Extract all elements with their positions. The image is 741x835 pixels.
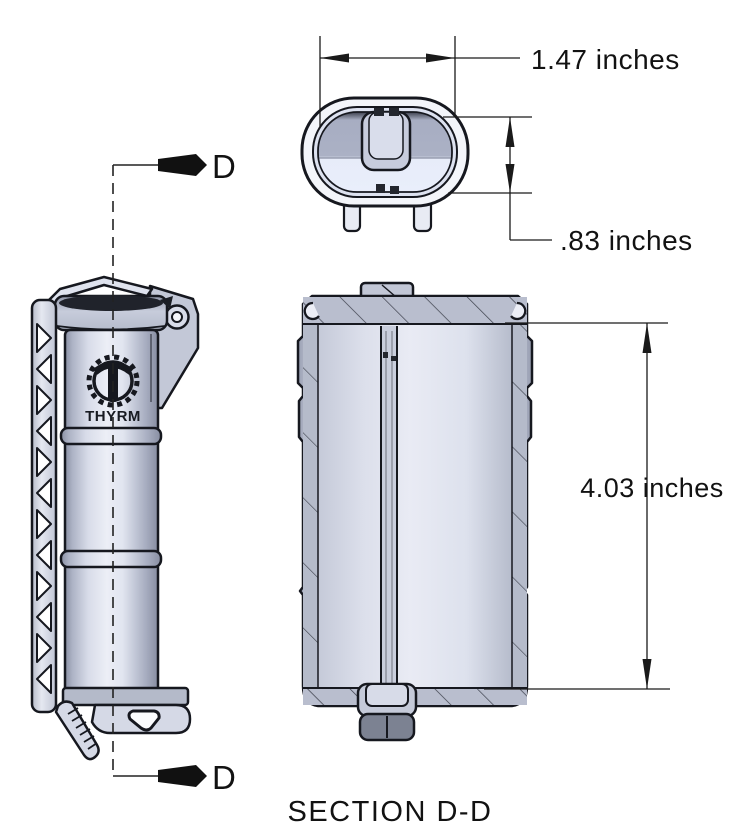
dimension-depth: .83 inches bbox=[443, 116, 693, 256]
top-view-clip-detail bbox=[390, 186, 399, 194]
section-center-channel bbox=[381, 326, 397, 688]
dimension-width-label: 1.47 inches bbox=[531, 44, 680, 75]
channel-clip-mark bbox=[391, 356, 396, 361]
section-cap-ear-right bbox=[510, 301, 527, 321]
lanyard-hole bbox=[127, 709, 161, 732]
section-view bbox=[296, 281, 534, 742]
top-view-clip-detail bbox=[389, 108, 399, 116]
arrowhead-right bbox=[426, 53, 455, 63]
body-band-upper bbox=[59, 426, 163, 446]
section-title: SECTION D-D bbox=[288, 796, 493, 828]
cut-arrow-top bbox=[158, 154, 207, 176]
logo-gear-teeth bbox=[86, 354, 140, 408]
cap-top-face bbox=[59, 295, 163, 311]
channel-clip-mark bbox=[383, 352, 388, 358]
top-view-clip-detail bbox=[376, 184, 385, 193]
clip-tail-serrations bbox=[67, 707, 98, 750]
section-outline bbox=[296, 294, 534, 708]
arrowhead-down bbox=[505, 164, 515, 193]
section-marker-bottom: D bbox=[212, 759, 236, 796]
clip-tail bbox=[54, 700, 100, 761]
section-cap-ear-left bbox=[303, 301, 320, 321]
dimension-height: 4.03 inches bbox=[484, 322, 724, 690]
dimension-height-label: 4.03 inches bbox=[580, 473, 724, 503]
section-cut-wall-right-hatch bbox=[512, 324, 527, 688]
cut-arrow-bottom bbox=[158, 765, 207, 787]
arrowhead-up bbox=[642, 323, 652, 353]
section-marker-top: D bbox=[212, 148, 236, 185]
top-view bbox=[300, 96, 470, 233]
section-cap-band-hatch bbox=[303, 297, 527, 324]
top-view-latch-tab-inner bbox=[368, 111, 404, 160]
section-bottom-cup-inner bbox=[365, 683, 409, 707]
arrowhead-up bbox=[505, 117, 515, 147]
screw-head-center bbox=[171, 311, 183, 323]
clip-zigzag-cutouts bbox=[36, 323, 52, 694]
brand-text: THYRM bbox=[85, 408, 141, 425]
side-view: THYRM bbox=[30, 275, 200, 761]
dimension-width: 1.47 inches bbox=[319, 36, 680, 128]
cap-detail-wedge bbox=[160, 296, 173, 309]
bottom-collar bbox=[61, 686, 190, 707]
section-cut-line: D D bbox=[112, 148, 236, 796]
top-view-clip-detail bbox=[374, 108, 384, 116]
dimension-depth-label: .83 inches bbox=[560, 225, 693, 256]
section-cut-wall-left-hatch bbox=[303, 324, 318, 688]
arrowhead-left bbox=[320, 53, 349, 63]
body-band-lower bbox=[59, 549, 163, 569]
arrowhead-down bbox=[642, 659, 652, 689]
